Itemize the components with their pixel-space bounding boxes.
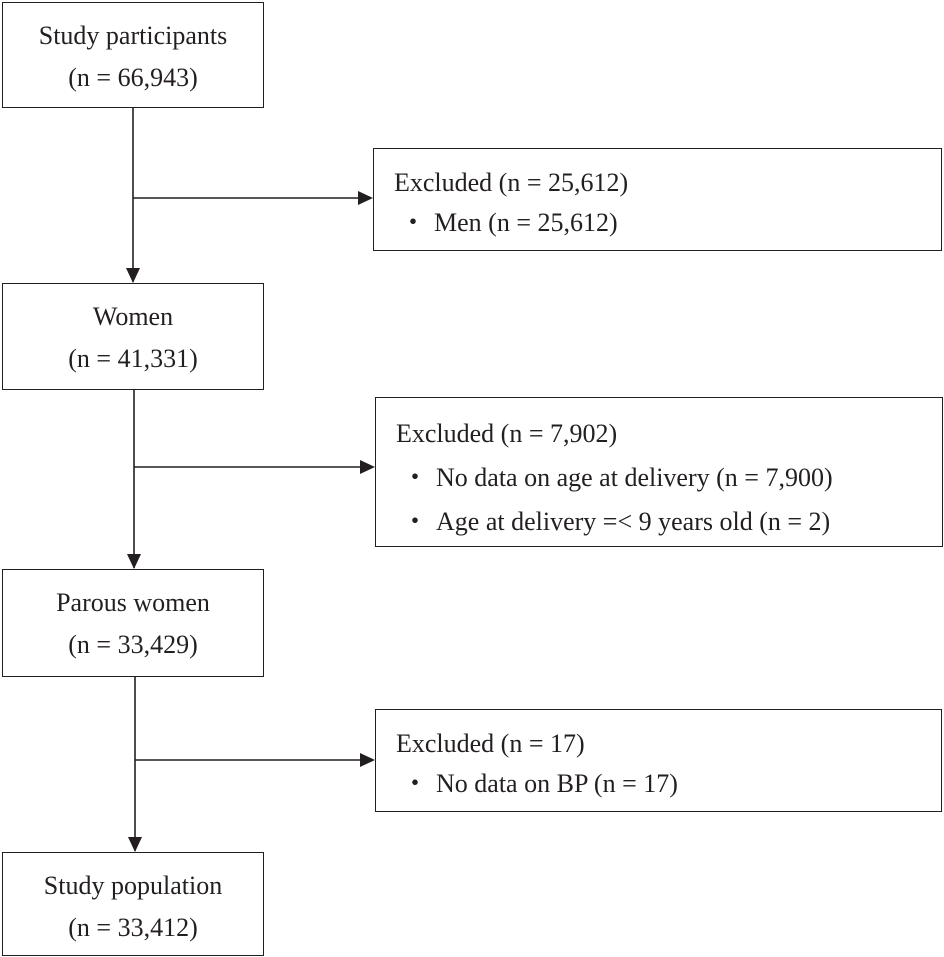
step-count: (n = 33,429) bbox=[68, 630, 198, 659]
exclusion-item-text: No data on age at delivery (n = 7,900) bbox=[436, 463, 833, 492]
step-box-parous-women: Parous women (n = 33,429) bbox=[2, 569, 264, 677]
step-box-study-population: Study population (n = 33,412) bbox=[2, 852, 264, 956]
step-count: (n = 41,331) bbox=[68, 344, 198, 373]
bullet-glyph: ・ bbox=[400, 208, 427, 237]
arrowhead-step3 bbox=[127, 554, 141, 569]
bullet-glyph: ・ bbox=[402, 463, 429, 492]
exclusion-item: ・Age at delivery =< 9 years old (n = 2) bbox=[396, 500, 942, 544]
exclusion-item-text: Men (n = 25,612) bbox=[434, 208, 618, 237]
arrowhead-step4 bbox=[128, 837, 142, 852]
exclusion-box-age-at-delivery: Excluded (n = 7,902) ・No data on age at … bbox=[375, 397, 943, 547]
exclusion-item: ・No data on age at delivery (n = 7,900) bbox=[396, 456, 942, 500]
step-count: (n = 33,412) bbox=[68, 913, 198, 942]
step-count: (n = 66,943) bbox=[68, 63, 198, 92]
step-title: Study participants bbox=[38, 21, 228, 50]
bullet-glyph: ・ bbox=[402, 507, 429, 536]
exclusion-item-text: No data on BP (n = 17) bbox=[436, 769, 678, 798]
exclusion-header: Excluded (n = 7,902) bbox=[396, 419, 618, 448]
step-box-study-participants: Study participants (n = 66,943) bbox=[2, 2, 264, 108]
exclusion-item-text: Age at delivery =< 9 years old (n = 2) bbox=[436, 507, 831, 536]
arrowhead-exclusion2 bbox=[360, 460, 375, 474]
exclusion-box-men: Excluded (n = 25,612) ・Men (n = 25,612) bbox=[373, 148, 942, 251]
bullet-glyph: ・ bbox=[402, 769, 429, 798]
step-title: Parous women bbox=[56, 588, 210, 617]
exclusion-header: Excluded (n = 17) bbox=[396, 729, 585, 758]
step-box-women: Women (n = 41,331) bbox=[2, 283, 264, 390]
arrowhead-exclusion1 bbox=[358, 191, 373, 205]
exclusion-item: ・No data on BP (n = 17) bbox=[396, 764, 941, 804]
exclusion-item: ・Men (n = 25,612) bbox=[394, 203, 941, 243]
exclusion-header: Excluded (n = 25,612) bbox=[394, 168, 629, 197]
arrowhead-step2 bbox=[126, 268, 140, 283]
step-title: Study population bbox=[43, 871, 223, 900]
arrowhead-exclusion3 bbox=[360, 753, 375, 767]
step-title: Women bbox=[92, 302, 174, 331]
exclusion-box-bp: Excluded (n = 17) ・No data on BP (n = 17… bbox=[375, 709, 942, 812]
